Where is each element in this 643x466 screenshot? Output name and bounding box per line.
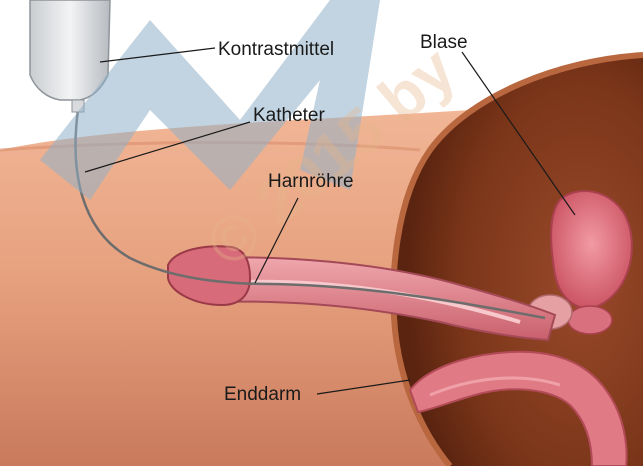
bladder-neck [568,306,612,334]
label-katheter: Katheter [253,105,325,126]
contrast-bag [30,0,110,100]
label-blase: Blase [420,32,468,53]
label-harnroehre: Harnröhre [268,171,354,192]
label-kontrastmittel: Kontrastmittel [218,39,334,60]
label-enddarm: Enddarm [224,384,301,405]
